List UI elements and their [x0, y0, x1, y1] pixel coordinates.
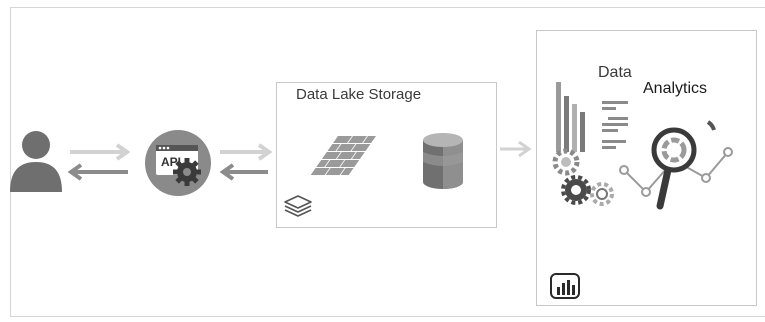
layers-icon [284, 195, 312, 217]
frame-left-border [10, 7, 11, 317]
arrow-api-to-storage [220, 143, 273, 161]
arrow-user-to-api [70, 143, 131, 161]
frame-top-border [10, 7, 765, 8]
user-icon [10, 131, 62, 192]
frame-bottom-border [10, 316, 765, 317]
blob-storage-icon [310, 136, 376, 175]
magnifier-icon [651, 127, 697, 210]
gear-icon [552, 148, 580, 176]
api-gear-icon: API [145, 130, 211, 196]
arc-icon [706, 120, 716, 131]
database-cylinder-icon [423, 133, 463, 189]
api-label: API [161, 155, 181, 169]
arrow-api-to-user [67, 163, 128, 181]
bar-chart-icon [556, 82, 585, 152]
analytics-illustration [552, 82, 733, 210]
text-lines-icon [602, 101, 628, 149]
analytics-title-analytics: Analytics [643, 80, 708, 97]
arrow-storage-to-analytics [500, 140, 532, 158]
gear-icon-dark [561, 175, 591, 205]
arrow-storage-to-api [219, 163, 268, 181]
power-bi-icon [550, 273, 580, 299]
gear-icon-small [590, 182, 614, 206]
analytics-title-data: Data [598, 64, 632, 81]
trend-line-icon [619, 147, 733, 197]
data-lake-storage-title: Data Lake Storage [296, 86, 422, 103]
